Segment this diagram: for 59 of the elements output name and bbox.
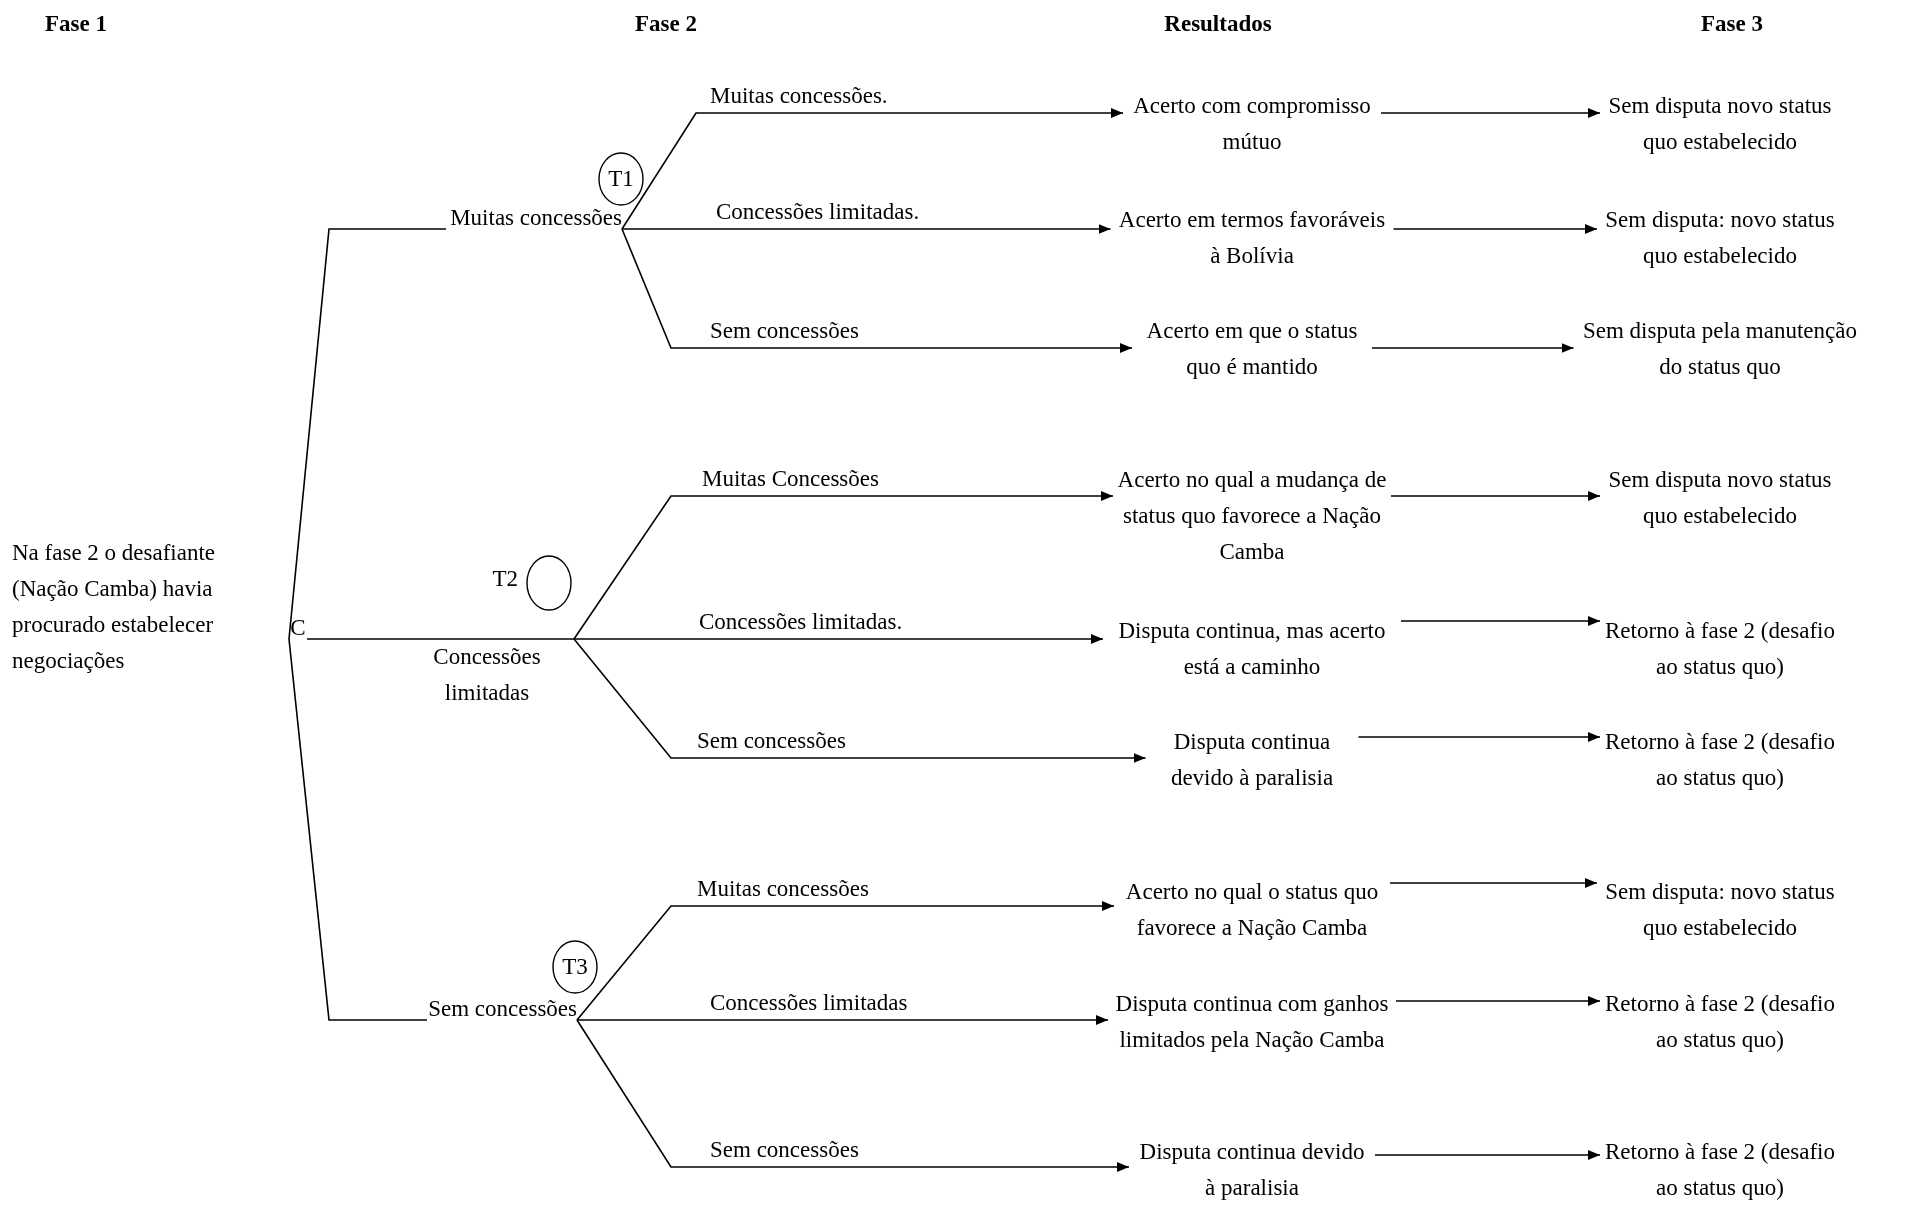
phase-3-text: Sem disputa: novo status quo estabelecido <box>1597 874 1843 950</box>
arrow <box>621 108 1124 230</box>
intro-text: Na fase 2 o desafiante (Nação Camba) havia procurado estabelecer negociações <box>12 539 217 675</box>
edge-label: Sem concessões <box>710 1136 859 1164</box>
branch-line <box>288 638 428 1021</box>
arrow <box>576 901 1115 1021</box>
edge-label: Muitas Concessões <box>702 465 879 493</box>
phase-3-text: Sem disputa: novo status quo estabelecido <box>1597 202 1843 278</box>
edge-label: Concessões limitadas. <box>699 608 903 636</box>
outcome-text: Acerto em termos favoráveis à Bolívia <box>1110 202 1394 278</box>
column-heading: Fase 3 <box>1700 10 1764 38</box>
arrow <box>573 491 1114 640</box>
arrow <box>1389 878 1598 888</box>
phase-3-text: Retorno à fase 2 (desafio ao status quo) <box>1600 724 1840 800</box>
outcome-text: Disputa continua devido à paralisia <box>1129 1134 1375 1210</box>
arrow <box>1371 343 1575 353</box>
arrow <box>1380 108 1601 118</box>
outcome-text: Disputa continua, mas acerto está a caminho <box>1103 613 1401 689</box>
edge-label: Concessões limitadas. <box>716 198 920 226</box>
phase-3-text: Sem disputa novo status quo estabelecido <box>1600 462 1840 538</box>
edge-label: Sem concessões <box>710 317 859 345</box>
branch-line <box>306 638 575 640</box>
circle-node: T1 <box>598 152 644 206</box>
arrow <box>1390 491 1601 501</box>
column-heading: Fase 2 <box>634 10 698 38</box>
phase-3-text: Retorno à fase 2 (desafio ao status quo) <box>1600 986 1840 1062</box>
arrow <box>1357 732 1601 742</box>
node-label: T2 <box>492 565 518 593</box>
outcome-text: Acerto no qual a mudança de status quo favorece a Nação Camba <box>1113 462 1391 574</box>
arrow <box>621 228 1133 353</box>
column-heading: Fase 1 <box>44 10 108 38</box>
arrow <box>1392 224 1598 234</box>
arrow <box>1400 616 1601 626</box>
edge-label: Sem concessões <box>697 727 846 755</box>
column-heading: Resultados <box>1163 10 1273 38</box>
arrow <box>573 638 1147 763</box>
phase-3-text: Sem disputa pela manutenção do status quo <box>1573 313 1867 389</box>
outcome-text: Disputa continua com ganhos limitados pela Nação Camba <box>1108 986 1396 1062</box>
branch-label: Sem concessões <box>427 991 577 1020</box>
branch-label: Concessões limitadas <box>400 639 574 715</box>
circle-node: T3 <box>552 940 598 994</box>
phase-3-text: Sem disputa novo status quo estabelecido <box>1600 88 1840 164</box>
outcome-text: Acerto no qual o status quo favorece a Nação Camba <box>1114 874 1390 950</box>
root-label: C <box>289 610 307 639</box>
branch-line <box>288 228 447 640</box>
arrow <box>573 634 1104 644</box>
outcome-text: Acerto em que o status quo é mantido <box>1132 313 1372 389</box>
arrow <box>1395 996 1601 1006</box>
phase-3-text: Retorno à fase 2 (desafio ao status quo) <box>1600 1134 1840 1210</box>
edge-label: Concessões limitadas <box>710 989 908 1017</box>
arrow <box>576 1015 1109 1025</box>
edge-label: Muitas concessões. <box>710 82 888 110</box>
edge-label: Muitas concessões <box>697 875 869 903</box>
outcome-text: Acerto com compromisso mútuo <box>1123 88 1381 164</box>
phase-3-text: Retorno à fase 2 (desafio ao status quo) <box>1600 613 1840 689</box>
arrow <box>576 1019 1130 1172</box>
outcome-text: Disputa continua devido à paralisia <box>1145 724 1359 800</box>
arrow <box>1374 1150 1601 1160</box>
arrow <box>621 224 1112 234</box>
